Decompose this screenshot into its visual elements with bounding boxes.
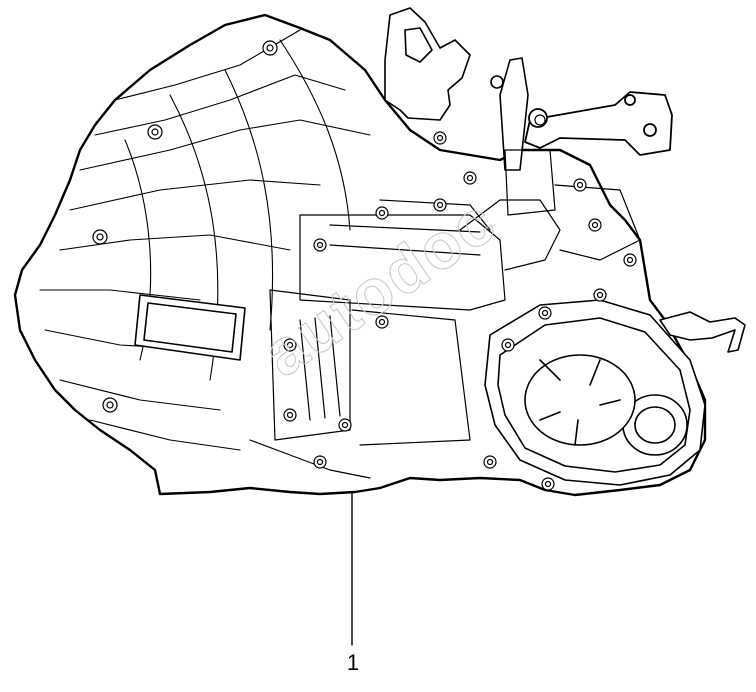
shift-bracket <box>384 7 529 171</box>
callout-number: 1 <box>346 650 360 675</box>
cable-clip <box>659 311 746 353</box>
bolts <box>92 40 637 491</box>
end-housing <box>484 299 706 486</box>
mounting-arm <box>524 91 673 156</box>
transmission-body <box>249 149 641 479</box>
inspection-window <box>134 294 246 361</box>
